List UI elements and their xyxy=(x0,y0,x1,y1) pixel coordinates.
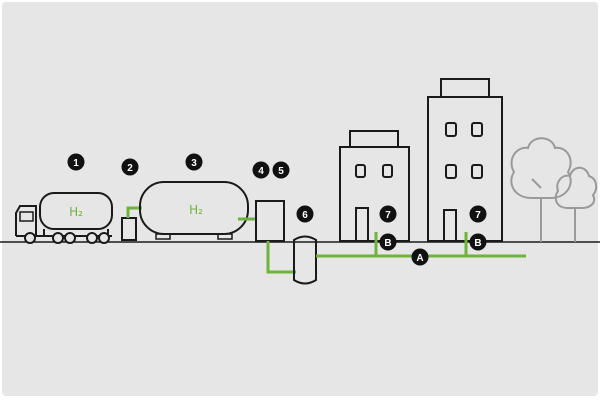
badge-2: 2 xyxy=(121,158,139,176)
building-icon xyxy=(339,130,410,242)
storage-tank-icon xyxy=(139,181,249,240)
svg-text:7: 7 xyxy=(475,210,481,221)
badge-1: 1 xyxy=(67,153,85,171)
svg-text:B: B xyxy=(474,238,481,249)
svg-text:1: 1 xyxy=(73,158,79,169)
badge-7-building-2: 7 xyxy=(469,205,487,223)
pipe-compressor-to-vessel xyxy=(266,241,296,274)
background-panel xyxy=(2,2,598,396)
compressor-box-icon xyxy=(255,200,285,242)
svg-text:7: 7 xyxy=(385,210,391,221)
truck-tank-label: H₂ xyxy=(69,205,83,219)
tanker-truck-icon xyxy=(15,192,113,244)
dispenser-icon xyxy=(121,206,142,241)
badge-b-building-1: B xyxy=(379,233,397,251)
tree-icon xyxy=(510,137,572,242)
badge-4: 4 xyxy=(252,161,270,179)
svg-text:A: A xyxy=(416,253,423,264)
storage-tank-label: H₂ xyxy=(189,203,203,217)
svg-text:5: 5 xyxy=(278,166,284,177)
tree-icon xyxy=(554,166,598,242)
badge-a-main-pipe: A xyxy=(411,248,429,266)
badge-7-building-1: 7 xyxy=(379,205,397,223)
badge-5: 5 xyxy=(272,161,290,179)
badge-b-building-2: B xyxy=(469,233,487,251)
svg-text:4: 4 xyxy=(258,166,264,177)
svg-text:3: 3 xyxy=(191,158,197,169)
svg-text:B: B xyxy=(384,238,391,249)
svg-text:2: 2 xyxy=(127,163,133,174)
badge-3: 3 xyxy=(185,153,203,171)
badge-6: 6 xyxy=(296,205,314,223)
svg-text:6: 6 xyxy=(302,210,308,221)
buffer-vessel-icon xyxy=(293,235,317,285)
